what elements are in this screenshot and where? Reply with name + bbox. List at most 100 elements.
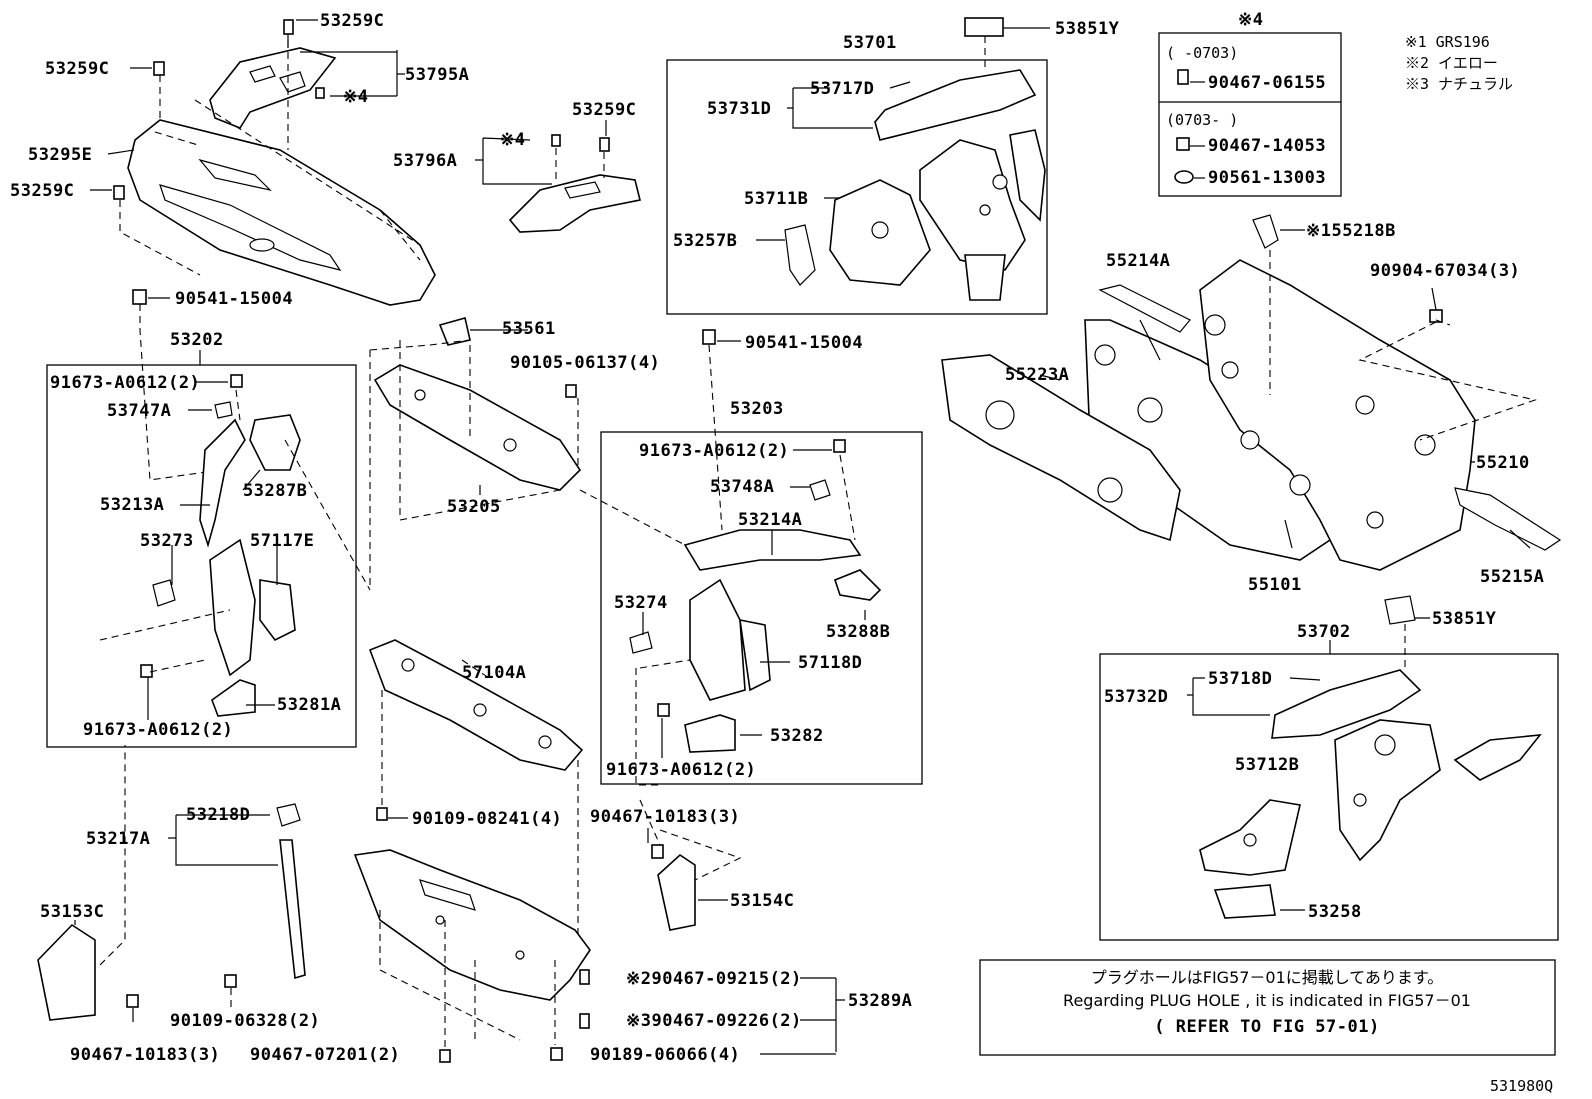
cowl-side-panel (508, 174, 641, 233)
label-55223A: 55223A (1005, 365, 1069, 385)
label-53289A: 53289A (848, 991, 912, 1011)
bracket-rh (657, 853, 696, 931)
label-91673-c: 91673-A0612(2) (639, 441, 789, 461)
label-53203: 53203 (730, 399, 784, 419)
bolt-icon (565, 384, 577, 398)
label-90467-07201: 90467-07201(2) (250, 1045, 400, 1065)
group-box-53702 (1099, 653, 1559, 941)
label-53205: 53205 (447, 497, 501, 517)
part-labels: 53259C 53259C 53795A ※4 53295E 53259C 90… (10, 11, 1544, 1065)
label-53258: 53258 (1308, 902, 1362, 922)
cowl-panel-group (127, 47, 436, 306)
label-90189-06066: 90189-06066(4) (590, 1045, 740, 1065)
label-53731D: 53731D (707, 99, 771, 119)
cowl-top-inner (373, 317, 582, 491)
label-53701: 53701 (843, 33, 897, 53)
label-53851Y-top: 53851Y (1055, 19, 1120, 39)
bolt-icon (376, 807, 388, 821)
clip-icon (153, 61, 165, 76)
figure-id: 531980Q (1490, 1077, 1553, 1095)
label-53154C: 53154C (730, 891, 794, 911)
label-90467-10183-a: 90467-10183(3) (590, 807, 740, 827)
clip-icon (1177, 69, 1189, 85)
label-53718D: 53718D (1208, 669, 1272, 689)
legend-row2-part-b: 90561-13003 (1208, 168, 1326, 188)
label-note4-b: ※4 (500, 130, 525, 150)
label-90467-10183-b: 90467-10183(3) (70, 1045, 220, 1065)
legend-box: ※4 ( -0703) 90467-06155 (0703- ) 90467-1… (1158, 10, 1342, 197)
bolt-icon (833, 439, 846, 453)
label-53257B: 53257B (673, 231, 737, 251)
nut-icon (1176, 137, 1190, 151)
label-53259C-mid: 53259C (572, 100, 636, 120)
bolt-icon (140, 664, 153, 678)
bolt-icon (230, 374, 243, 388)
note-line-1: プラグホールはFIG57－01に掲載してあります。 (1091, 968, 1443, 987)
clip-icon (579, 1013, 590, 1029)
label-90109-08241: 90109-08241(4) (412, 809, 562, 829)
label-53748A: 53748A (710, 477, 774, 497)
label-55215A: 55215A (1480, 567, 1544, 587)
label-57117E: 57117E (250, 531, 314, 551)
label-55101: 55101 (1248, 575, 1302, 595)
clip-icon (651, 844, 664, 859)
label-53796A: 53796A (393, 151, 457, 171)
grommet-icon (702, 329, 716, 345)
grommet-icon (132, 289, 147, 305)
note-box: プラグホールはFIG57－01に掲載してあります。 Regarding PLUG… (979, 959, 1556, 1056)
label-53732D: 53732D (1104, 687, 1168, 707)
label-53288B: 53288B (826, 622, 890, 642)
label-53217A: 53217A (86, 829, 150, 849)
label-53711B: 53711B (744, 189, 808, 209)
label-53274: 53274 (614, 593, 668, 613)
radiator-support-upper (368, 639, 584, 771)
bolt-icon (657, 703, 670, 717)
clip-icon (315, 87, 325, 99)
label-note4-a: ※4 (343, 87, 368, 107)
label-53153C: 53153C (40, 902, 104, 922)
seal-strip (279, 839, 306, 980)
group-box-53701 (666, 59, 1048, 315)
legend-row2-range: (0703- ) (1166, 111, 1238, 129)
group-box-53203 (600, 431, 923, 785)
label-53795A: 53795A (405, 65, 469, 85)
label-53218D: 53218D (186, 805, 250, 825)
bolt-icon (599, 137, 610, 152)
legend-row1-part: 90467-06155 (1208, 73, 1326, 93)
label-53259C-top: 53259C (320, 11, 384, 31)
label-53295E: 53295E (28, 145, 92, 165)
group-box-53202 (46, 364, 357, 748)
note-line-3: ( REFER TO FIG 57-01) (1154, 1017, 1379, 1037)
footnote-2: ※2 イエロー (1405, 54, 1498, 72)
label-53717D: 53717D (810, 79, 874, 99)
label-91673-d: 91673-A0612(2) (606, 760, 756, 780)
label-91673-b: 91673-A0612(2) (83, 720, 233, 740)
label-55218B: ※155218B (1306, 221, 1396, 241)
clip-icon (439, 1049, 451, 1063)
label-53281A: 53281A (277, 695, 341, 715)
label-53259C-left2: 53259C (10, 181, 74, 201)
label-53259C-left1: 53259C (45, 59, 109, 79)
label-53747A: 53747A (107, 401, 171, 421)
label-90105: 90105-06137(4) (510, 353, 660, 373)
label-90467-09215: ※290467-09215(2) (626, 969, 802, 989)
label-90467-09226: ※390467-09226(2) (626, 1011, 802, 1031)
dash-panel-group (941, 214, 1562, 571)
note-line-2: Regarding PLUG HOLE , it is indicated in… (1063, 991, 1471, 1010)
label-53287B: 53287B (243, 481, 307, 501)
legend-row1-range: ( -0703) (1166, 44, 1238, 62)
legend-title: ※4 (1238, 10, 1263, 30)
footnote-1: ※1 GRS196 (1405, 33, 1490, 51)
label-53702: 53702 (1297, 622, 1351, 642)
label-90109-06328: 90109-06328(2) (170, 1011, 320, 1031)
bolt-icon (224, 974, 237, 988)
label-53213A: 53213A (100, 495, 164, 515)
footnote-3: ※3 ナチュラル (1405, 75, 1513, 93)
label-90904: 90904-67034(3) (1370, 261, 1520, 281)
label-90541-15004-a: 90541-15004 (175, 289, 293, 309)
label-53561: 53561 (502, 319, 556, 339)
bracket-lh (37, 923, 96, 1021)
label-57118D: 57118D (798, 653, 862, 673)
clip-icon (551, 134, 561, 147)
